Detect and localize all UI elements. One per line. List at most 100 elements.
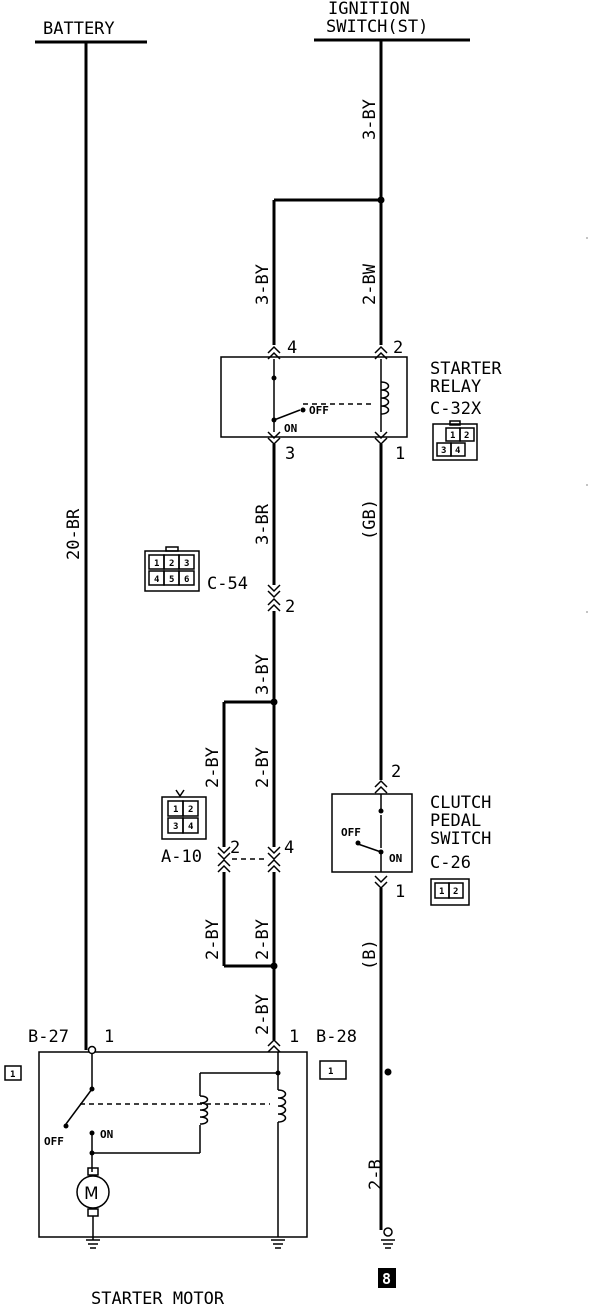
relay-pin1-chevron xyxy=(374,431,388,446)
clutch-switch-box xyxy=(331,793,413,873)
clutch-conn-pin2: 2 xyxy=(453,887,458,897)
starter-motor-title: STARTER MOTOR xyxy=(91,1289,225,1308)
b27-pin: 1 xyxy=(104,1027,114,1047)
splice-dot-a10-bottom xyxy=(270,962,278,970)
clutch-on-label: ON xyxy=(389,852,402,865)
relay-pin2: 2 xyxy=(393,338,403,358)
relay-conn-pin2: 2 xyxy=(464,431,469,441)
relay-conn-pin3: 3 xyxy=(441,446,446,456)
motor-on-label: ON xyxy=(100,1128,113,1141)
clutch-out-label: (B) xyxy=(360,939,380,970)
a10-conn-pin2: 2 xyxy=(188,805,193,815)
motor-off-label: OFF xyxy=(44,1135,64,1148)
relay-conn-pin1: 1 xyxy=(450,431,455,441)
relay-right-in-label: 2-BW xyxy=(360,263,380,305)
clutch-pin-top: 2 xyxy=(391,762,401,782)
a10-pin-right: 4 xyxy=(284,838,294,858)
b28-connector-face: 1 xyxy=(319,1060,347,1080)
c54-conn-pin5: 5 xyxy=(169,575,174,585)
ignition-label-line1: IGNITION xyxy=(328,0,410,19)
motor-off-dot xyxy=(63,1123,69,1129)
c54-out-label: 3-BY xyxy=(253,654,273,695)
ignition-wire-label: 3-BY xyxy=(360,99,380,140)
b28-badge-pin: 1 xyxy=(328,1067,333,1077)
relay-pin3-chevron xyxy=(267,431,281,446)
coil-node xyxy=(275,1070,281,1076)
a10-connector-id: A-10 xyxy=(161,847,202,867)
c54-connector-id: C-54 xyxy=(207,574,248,594)
clutch-pin-bottom: 1 xyxy=(395,882,405,902)
b27-terminal xyxy=(87,1045,97,1055)
c54-conn-pin4: 4 xyxy=(154,575,160,585)
clutch-conn-pin1: 1 xyxy=(439,887,444,897)
motor-brush-top xyxy=(87,1167,99,1176)
clutch-off-dot xyxy=(355,840,361,846)
relay-coil xyxy=(380,381,390,415)
a10-left-upper-label: 2-BY xyxy=(203,747,223,788)
relay-connector-face: 1 2 3 4 xyxy=(432,420,478,461)
clutch-blade xyxy=(357,843,382,853)
clutch-off-label: OFF xyxy=(341,826,361,839)
c54-conn-pin3: 3 xyxy=(184,559,189,569)
relay-title-2: RELAY xyxy=(430,377,481,397)
relay-off-label: OFF xyxy=(309,404,329,417)
b27-connector-id: B-27 xyxy=(28,1027,69,1047)
motor-ground-symbol xyxy=(86,1239,100,1249)
motor-switch-blade xyxy=(65,1088,93,1125)
battery-label: BATTERY xyxy=(43,19,115,39)
pull-in-coil xyxy=(199,1095,209,1125)
coil-ground-symbol xyxy=(271,1239,285,1249)
starter-relay-box xyxy=(220,356,408,438)
relay-off-dot xyxy=(300,407,306,413)
relay-conn-pin4: 4 xyxy=(455,446,461,456)
clutch-pin2-chevron xyxy=(374,779,388,794)
a10-left-chevron-in xyxy=(217,846,231,861)
c54-pin: 2 xyxy=(285,597,295,617)
relay-out-right-label: (GB) xyxy=(360,499,380,540)
starter-badge: 1 xyxy=(4,1065,22,1081)
c54-connector-face: 1 2 3 4 5 6 xyxy=(144,546,200,592)
ground-terminal xyxy=(381,1227,395,1249)
motor-symbol xyxy=(76,1175,110,1209)
relay-pin3: 3 xyxy=(285,444,295,464)
a10-conn-pin4: 4 xyxy=(188,822,194,832)
b28-chevron xyxy=(267,1038,281,1053)
relay-switch-blade xyxy=(273,409,301,421)
c54-conn-pin2: 2 xyxy=(169,559,174,569)
relay-left-in-label: 3-BY xyxy=(253,264,273,305)
relay-contact-dot xyxy=(271,375,277,381)
ignition-label-line2: SWITCH(ST) xyxy=(326,17,428,37)
b28-in-label: 2-BY xyxy=(253,994,273,1035)
ground-ref-badge xyxy=(378,1268,396,1288)
relay-pin4-chevron xyxy=(267,345,281,360)
a10-conn-pin3: 3 xyxy=(173,822,178,832)
starter-motor-box xyxy=(38,1051,308,1238)
a10-right-upper-label: 2-BY xyxy=(253,747,273,788)
a10-left-lower-label: 2-BY xyxy=(203,919,223,960)
clutch-title-3: SWITCH xyxy=(430,829,491,849)
clutch-contact-dot-top xyxy=(378,808,384,814)
relay-on-label: ON xyxy=(284,422,297,435)
a10-pin-left: 2 xyxy=(230,838,240,858)
clutch-pin1-chevron xyxy=(374,875,388,890)
c54-chevron-in xyxy=(267,584,281,599)
a10-right-chevron-out xyxy=(267,858,281,873)
relay-pin4: 4 xyxy=(287,338,297,358)
c54-chevron-out xyxy=(267,597,281,612)
starter-badge-pin: 1 xyxy=(10,1070,15,1080)
clutch-connector-face: 1 2 xyxy=(430,878,470,906)
hold-in-coil xyxy=(277,1089,287,1123)
clutch-title-2: PEDAL xyxy=(430,811,481,831)
b28-pin: 1 xyxy=(289,1027,299,1047)
a10-connector-face: 1 2 3 4 xyxy=(161,789,207,840)
ground-wire-label: 2-B xyxy=(366,1159,386,1190)
clutch-title-1: CLUTCH xyxy=(430,793,491,813)
c54-conn-pin1: 1 xyxy=(154,559,159,569)
a10-left-chevron-out xyxy=(217,858,231,873)
relay-connector-id: C-32X xyxy=(430,399,482,419)
a10-conn-pin1: 1 xyxy=(173,805,178,815)
relay-out-left-label: 3-BR xyxy=(253,503,273,545)
c54-conn-pin6: 6 xyxy=(184,575,189,585)
a10-right-chevron-in xyxy=(267,846,281,861)
